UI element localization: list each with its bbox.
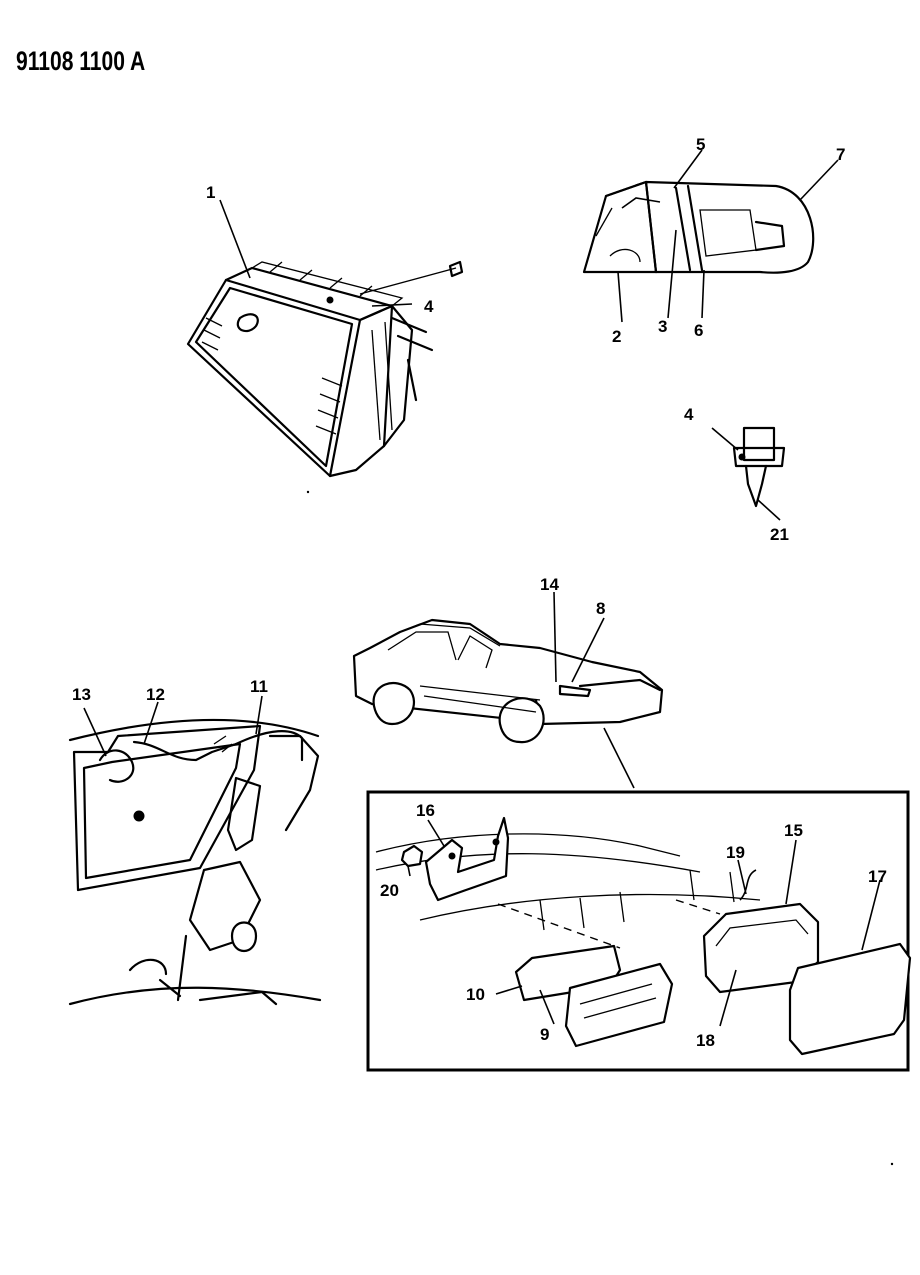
- callout-4-socket: 4: [684, 405, 694, 424]
- fog-lamp-detail-inset: [366, 790, 912, 1072]
- callout-16: 16: [416, 801, 435, 820]
- callout-18: 18: [696, 1031, 715, 1050]
- side-marker-lamp: [582, 180, 815, 274]
- callout-14: 14: [540, 575, 559, 594]
- callout-5: 5: [696, 135, 705, 154]
- callout-19: 19: [726, 843, 745, 862]
- callout-6: 6: [694, 321, 703, 340]
- callout-3: 3: [658, 317, 667, 336]
- callout-2: 2: [612, 327, 621, 346]
- callout-15: 15: [784, 821, 803, 840]
- callout-9: 9: [540, 1025, 549, 1044]
- callout-10: 10: [466, 985, 485, 1004]
- callout-1: 1: [206, 183, 215, 202]
- callout-21: 21: [770, 525, 789, 544]
- callout-8: 8: [596, 599, 605, 618]
- callout-12: 12: [146, 685, 165, 704]
- headlamp-assembly: [186, 260, 464, 478]
- car: [352, 618, 664, 744]
- callout-17: 17: [868, 867, 887, 886]
- callout-20: 20: [380, 881, 399, 900]
- hood-interior: [68, 718, 322, 1006]
- callout-13: 13: [72, 685, 91, 704]
- callout-4-headlamp: 4: [424, 297, 434, 316]
- callout-11: 11: [250, 677, 268, 696]
- callout-7: 7: [836, 145, 845, 164]
- callout-labels: 1 2 3 4 5 6 7 4 21 14 8 13 12 11 16 20 1…: [72, 135, 887, 1050]
- bulb-socket: [732, 426, 786, 508]
- diagram-code: 91108 1100 A: [16, 46, 146, 76]
- leader-lines: [83, 149, 881, 1027]
